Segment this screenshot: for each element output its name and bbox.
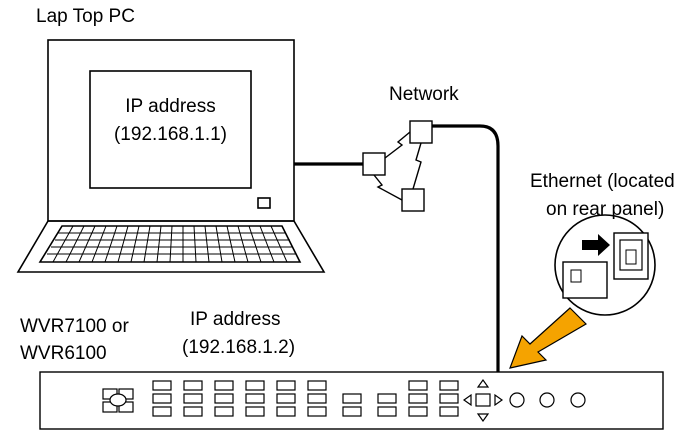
keyboard-key-divider: [215, 225, 223, 263]
keyboard-key-divider: [104, 225, 118, 263]
panel-knob: [570, 392, 586, 408]
panel-button: [439, 406, 459, 417]
keyboard-key-divider: [143, 225, 151, 263]
keyboard-key-divider: [169, 225, 173, 263]
keyboard-key-divider: [248, 225, 262, 263]
keyboard-key-divider: [193, 225, 197, 263]
panel-button: [408, 393, 428, 404]
laptop-title: Lap Top PC: [36, 6, 135, 27]
panel-button: [307, 380, 327, 391]
network-cable: [294, 124, 500, 372]
instrument-model-line2: WVR6100: [20, 343, 107, 364]
panel-button: [408, 380, 428, 391]
panel-down-arrow: [476, 413, 490, 423]
keyboard-key-divider: [156, 225, 162, 263]
instrument-panel: [39, 371, 664, 430]
network-label: Network: [389, 84, 459, 105]
panel-left-arrow: [462, 393, 472, 407]
panel-right-arrow: [494, 393, 504, 407]
keyboard-key-divider: [117, 225, 129, 263]
keyboard-key-divider: [91, 225, 107, 263]
keyboard-key-divider: [65, 225, 85, 263]
ethernet-port-icon: [554, 214, 656, 316]
panel-button: [183, 393, 203, 404]
panel-button: [342, 406, 362, 417]
panel-select-button: [475, 393, 491, 407]
panel-button: [307, 406, 327, 417]
panel-knob: [509, 392, 525, 408]
panel-button: [214, 406, 234, 417]
panel-button: [214, 380, 234, 391]
laptop-ip-label: IP address: [125, 96, 216, 117]
instrument-model-line1: WVR7100 or: [20, 316, 129, 337]
panel-button: [276, 380, 296, 391]
panel-button: [152, 380, 172, 391]
keyboard-key-divider: [130, 225, 140, 263]
panel-button: [245, 393, 265, 404]
panel-button: [342, 393, 362, 404]
panel-button: [439, 380, 459, 391]
keyboard-key-divider: [39, 225, 63, 263]
instrument-ip-label: IP address: [190, 309, 281, 330]
panel-button: [245, 380, 265, 391]
panel-button: [245, 406, 265, 417]
connection-arrow: [509, 307, 587, 369]
panel-knob: [539, 392, 555, 408]
panel-button: [152, 393, 172, 404]
keyboard-key-divider: [226, 225, 236, 263]
panel-button: [152, 406, 172, 417]
keyboard-key-divider: [270, 225, 288, 263]
instrument-ip-value: (192.168.1.2): [182, 337, 296, 358]
panel-button: [183, 380, 203, 391]
keyboard-key-divider: [52, 225, 74, 263]
panel-button: [439, 393, 459, 404]
laptop-ip-value: (192.168.1.1): [113, 124, 228, 145]
panel-button: [307, 393, 327, 404]
keyboard-key-divider: [237, 225, 249, 263]
panel-logo-knob: [109, 393, 127, 407]
network-icon: [362, 120, 433, 212]
keyboard-key-divider: [78, 225, 96, 263]
panel-controls: [102, 378, 586, 423]
ethernet-label-line2: on rear panel): [546, 199, 665, 220]
panel-button: [276, 406, 296, 417]
panel-button: [377, 406, 397, 417]
panel-button: [183, 406, 203, 417]
keyboard-key-divider: [259, 225, 275, 263]
keyboard-key-divider: [281, 225, 301, 263]
panel-button: [214, 393, 234, 404]
panel-button: [408, 406, 428, 417]
keyboard-key-divider: [204, 225, 210, 263]
panel-up-arrow: [476, 378, 490, 388]
panel-button: [276, 393, 296, 404]
panel-button: [377, 393, 397, 404]
ethernet-label-line1: Ethernet (located: [530, 171, 675, 192]
